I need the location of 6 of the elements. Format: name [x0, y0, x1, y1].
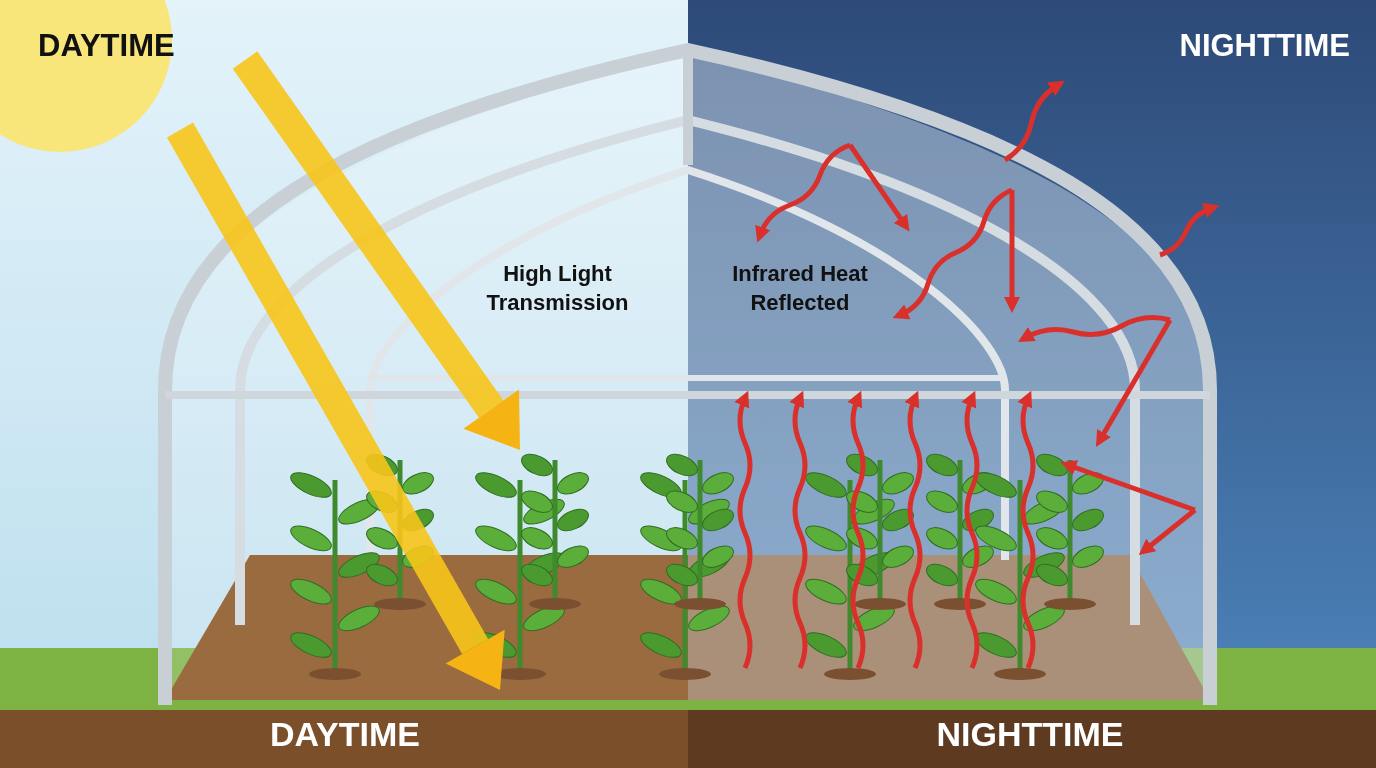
heading: NIGHTTIME — [1178, 27, 1350, 65]
heading: DAYTIME — [269, 714, 421, 755]
heading: NIGHTTIME — [935, 714, 1125, 755]
heading: DAYTIME — [38, 27, 176, 65]
callout-text: High Light Transmission — [485, 260, 630, 317]
callout-text: Infrared Heat Reflected — [731, 260, 869, 317]
